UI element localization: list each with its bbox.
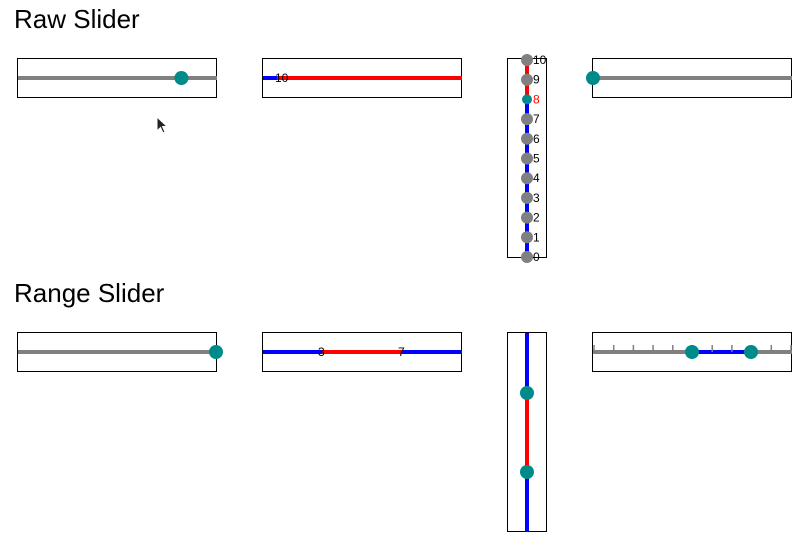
raw-slider-4-thumb[interactable]: [586, 71, 600, 85]
range-slider-2[interactable]: 3 7: [262, 332, 462, 372]
range-slider-heading: Range Slider: [14, 278, 165, 308]
raw-slider-3-tick-mark: [521, 73, 533, 86]
range-slider-4-high-thumb[interactable]: [744, 345, 758, 359]
range-slider-2-low-label: 3: [318, 345, 325, 359]
range-slider-2-high-label: 7: [398, 345, 405, 359]
raw-slider-3-tick-mark: [521, 231, 533, 244]
range-slider-4-low-thumb[interactable]: [685, 345, 699, 359]
raw-slider-3-tick-label: 5: [533, 152, 540, 166]
range-slider-4-canvas: [593, 345, 792, 359]
raw-slider-1[interactable]: [17, 58, 217, 98]
raw-slider-3-tick-label: 8: [533, 92, 540, 106]
raw-slider-3-tick-mark: [521, 211, 533, 224]
range-slider-3-canvas: [520, 333, 534, 532]
range-slider-3-low-thumb[interactable]: [520, 465, 534, 479]
raw-slider-1-canvas: [18, 71, 217, 85]
raw-slider-3-tick-mark: [521, 132, 533, 145]
range-slider-3-high-thumb[interactable]: [520, 386, 534, 400]
range-slider-3[interactable]: [507, 332, 547, 532]
raw-slider-3-tick-mark: [521, 113, 533, 126]
raw-slider-3[interactable]: 0 1 2 3 4 5 6 7 8 9 10: [507, 53, 547, 264]
raw-slider-3-tick-label: 10: [533, 53, 547, 67]
raw-slider-heading: Raw Slider: [14, 4, 140, 34]
mouse-pointer-icon: [156, 115, 169, 134]
raw-slider-3-thumb[interactable]: [522, 94, 532, 105]
raw-slider-3-tick-label: 0: [533, 250, 540, 264]
raw-slider-2[interactable]: 10: [262, 58, 462, 98]
raw-slider-3-tick-label: 3: [533, 191, 540, 205]
raw-slider-3-tick-label: 4: [533, 171, 540, 185]
raw-slider-3-tick-label: 9: [533, 73, 540, 87]
raw-slider-3-tick-mark: [521, 251, 533, 263]
raw-slider-3-tick-label: 7: [533, 112, 540, 126]
raw-slider-3-tick-mark: [521, 172, 533, 185]
raw-slider-3-tick-label: 6: [533, 132, 540, 146]
range-slider-1-canvas: [18, 345, 223, 359]
range-slider-1[interactable]: [17, 332, 223, 372]
raw-slider-3-tick-mark: [521, 54, 533, 66]
range-slider-1-thumb[interactable]: [209, 345, 223, 359]
raw-slider-2-value-label: 10: [275, 71, 289, 85]
raw-slider-3-canvas: 0 1 2 3 4 5 6 7 8 9 10: [521, 53, 547, 264]
raw-slider-3-tick-label: 2: [533, 211, 540, 225]
raw-slider-3-tick-mark: [521, 152, 533, 165]
raw-slider-4[interactable]: [586, 58, 792, 98]
range-slider-2-canvas: 3 7: [263, 345, 462, 359]
raw-slider-3-tick-mark: [521, 191, 533, 204]
range-slider-4[interactable]: [592, 332, 792, 372]
raw-slider-2-canvas: 10: [263, 71, 462, 85]
raw-slider-1-thumb[interactable]: [174, 71, 189, 85]
raw-slider-3-tick-label: 1: [533, 230, 540, 244]
raw-slider-4-canvas: [586, 71, 792, 85]
